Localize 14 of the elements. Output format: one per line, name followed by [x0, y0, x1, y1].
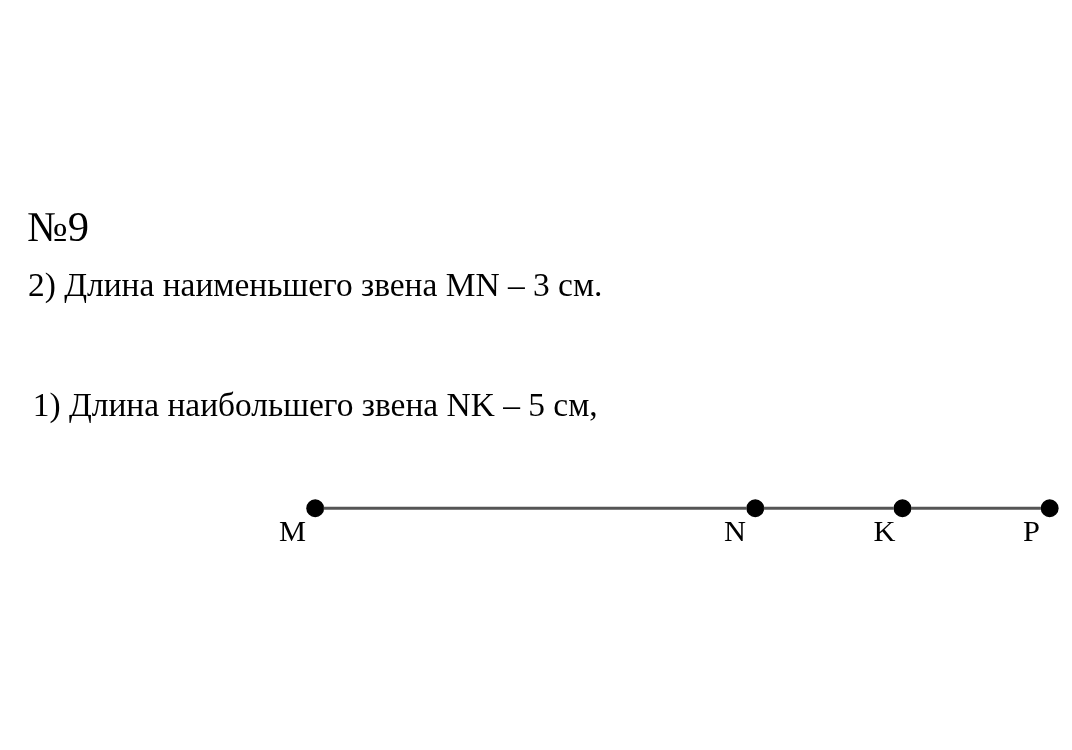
node-circle: [746, 498, 765, 517]
connector: [323, 506, 747, 510]
diagram-title: №9: [27, 202, 90, 250]
label: 1) Длина наибольшего звена NK – 5 см,: [32, 385, 598, 423]
node-circle: [306, 498, 325, 517]
node-circle: [1040, 498, 1059, 517]
node-label: P: [1023, 513, 1041, 548]
connector: [763, 506, 894, 510]
node-circle: [893, 498, 912, 517]
node-label: M: [279, 513, 307, 548]
connector: [910, 506, 1041, 510]
node-label: N: [723, 513, 746, 548]
label: 2) Длина наименьшего звена MN – 3 см.: [27, 265, 603, 303]
node-label: K: [873, 513, 896, 548]
